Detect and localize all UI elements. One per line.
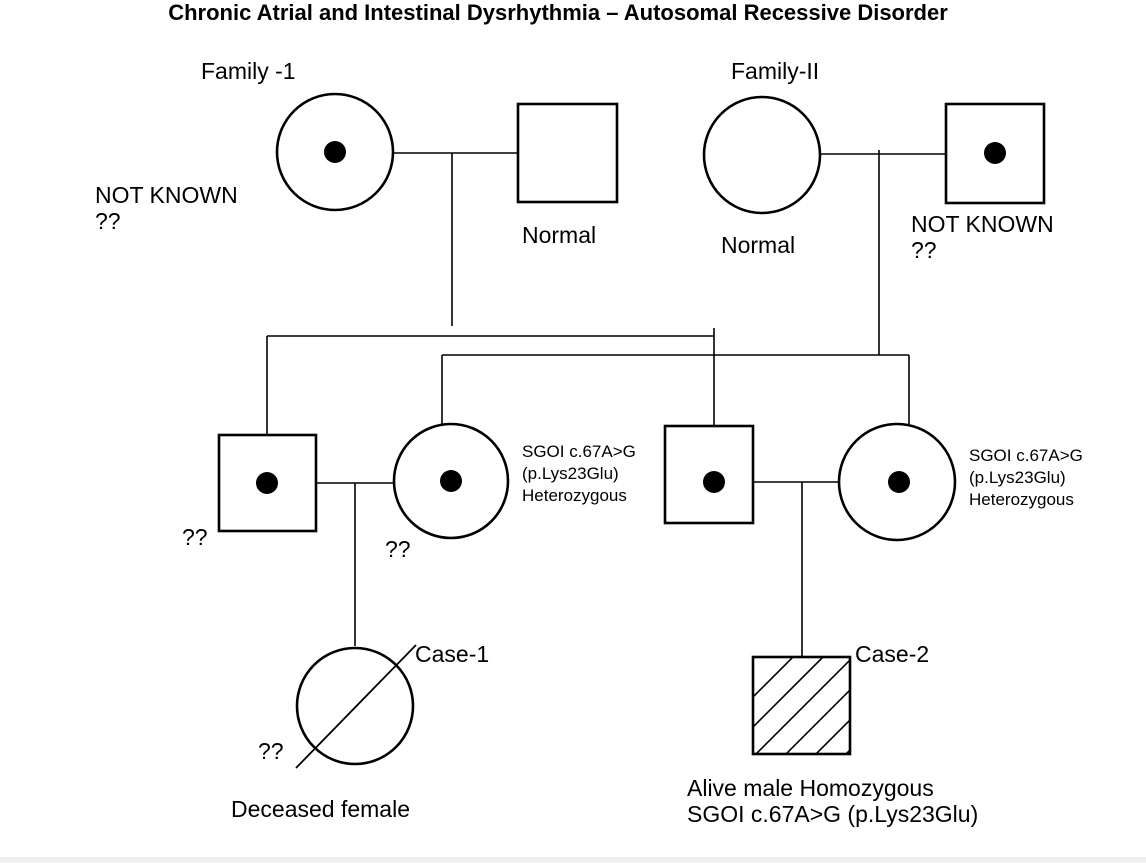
case1-description: Deceased female: [231, 796, 410, 822]
family2-father-status: NOT KNOWN ??: [911, 211, 1054, 264]
deceased-slash-icon: [295, 644, 417, 769]
carrier-dot-icon: [888, 471, 910, 493]
carrier-dot-icon: [984, 142, 1006, 164]
gen2-male1-note: ??: [182, 524, 208, 550]
family2-mother-status: Normal: [721, 232, 796, 258]
carrier-dot-icon: [256, 472, 278, 494]
gen2-male2-variant: SGOI c.67A>G (p.Lys23Glu) Heterozygous: [522, 442, 636, 506]
gen2-female1-note: ??: [385, 536, 411, 562]
diagram-title: Chronic Atrial and Intestinal Dysrhythmi…: [168, 0, 948, 25]
carrier-dot-icon: [703, 471, 725, 493]
family1-father-symbol: [516, 102, 619, 204]
case1-note: ??: [258, 738, 284, 764]
carrier-dot-icon: [324, 141, 346, 163]
family2-label: Family-II: [731, 58, 820, 84]
gen2-female2-variant: SGOI c.67A>G (p.Lys23Glu) Heterozygous: [969, 446, 1083, 510]
case2-label: Case-2: [855, 641, 930, 667]
carrier-dot-icon: [440, 470, 462, 492]
family2-mother-symbol: [702, 95, 822, 215]
family1-mother-status: NOT KNOWN ??: [95, 182, 238, 235]
bottom-border: [0, 857, 1146, 863]
case2-description: Alive male Homozygous SGOI c.67A>G (p.Ly…: [687, 775, 979, 828]
case1-label: Case-1: [415, 641, 490, 667]
family1-father-status: Normal: [522, 222, 597, 248]
affected-hatching-icon: [753, 657, 850, 754]
family1-label: Family -1: [201, 58, 296, 84]
